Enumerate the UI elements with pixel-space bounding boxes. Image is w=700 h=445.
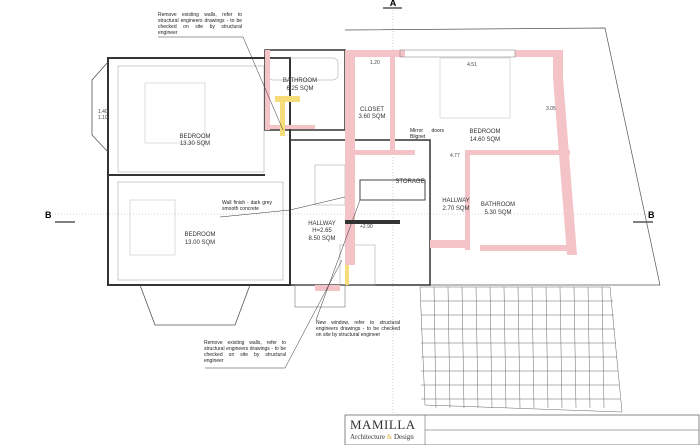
dimension: +2.90 — [360, 224, 373, 230]
section-b-right-label: B — [648, 210, 655, 220]
logo-brand: MAMILLA — [350, 417, 416, 432]
company-logo: MAMILLA Architecture & Design — [350, 417, 416, 441]
terrace-grid-line — [545, 286, 549, 409]
new-walls — [345, 50, 577, 265]
room-area: 2.70 SQM — [442, 206, 469, 212]
bay-window-bottom — [139, 284, 251, 326]
room-area: 13.30 SQM — [180, 141, 210, 147]
terrace-grid-line — [573, 286, 577, 409]
bay-window-left — [91, 61, 109, 153]
bed — [129, 199, 176, 256]
room-area: 13.00 SQM — [185, 240, 215, 246]
terrace-grid-line — [503, 286, 507, 409]
room-height: H=2.65 — [312, 228, 332, 234]
room-name: BATHROOM — [283, 78, 317, 84]
room-name: HALLWAY — [442, 198, 470, 204]
room-area: 8.50 SQM — [308, 236, 335, 242]
terrace-grid-line — [559, 286, 563, 409]
logo-tagline: Architecture & Design — [350, 433, 416, 441]
logo-tagline-right: Design — [393, 433, 414, 441]
dimension: 1.40 — [98, 109, 108, 115]
terrace-grid-line — [475, 286, 479, 409]
terrace-grid-line — [601, 286, 605, 409]
terrace-grid-line — [461, 286, 465, 409]
room-area: 6.25 SQM — [286, 86, 313, 92]
section-b-left-label: B — [45, 210, 52, 220]
staircase-upper — [314, 164, 346, 206]
room-name: BEDROOM — [184, 232, 215, 238]
room-name: BEDROOM — [469, 129, 500, 135]
note-remove-walls-top: Remove existing walls, refer to structur… — [158, 12, 242, 36]
dimension: 1.10 — [98, 115, 108, 121]
bathtub — [267, 57, 339, 81]
bed — [439, 57, 511, 119]
section-a-label: A — [390, 0, 397, 8]
note-remove-walls-bottom: Remove existing walls, refer to structur… — [204, 340, 286, 364]
dimension: 1.20 — [370, 60, 380, 66]
dimension: 3.05 — [546, 106, 556, 112]
staircase-lower — [339, 244, 376, 286]
room-name: CLOSET — [360, 107, 384, 113]
left-block-walls — [107, 57, 291, 286]
bed — [144, 82, 206, 144]
terrace-grid-line — [489, 286, 493, 409]
terrace-outline — [344, 27, 661, 286]
window-top-right — [399, 49, 516, 58]
room-name: STORAGE — [395, 179, 424, 185]
room-name: HALLWAY — [308, 221, 336, 227]
note-wall-finish: Wall finish - dark grey smooth concrete — [222, 200, 272, 212]
room-area: 5.30 SQM — [484, 210, 511, 216]
terrace-grid — [419, 286, 623, 413]
dimension: 4.51 — [467, 62, 477, 68]
dimension: 4.77 — [450, 153, 460, 159]
terrace-grid-line — [531, 286, 535, 409]
logo-ampersand: & — [386, 433, 393, 441]
note-new-window: New window, refer to structural engineer… — [316, 320, 400, 338]
terrace-grid-line — [517, 286, 521, 409]
terrace-grid-line — [587, 286, 591, 409]
terrace-grid-line — [447, 286, 451, 409]
terrace-grid-line — [433, 286, 437, 409]
note-mirror-doors: Mirror doors Blignet — [410, 128, 444, 140]
room-area: 14.60 SQM — [470, 137, 500, 143]
room-name: BEDROOM — [179, 134, 210, 140]
logo-tagline-left: Architecture — [350, 433, 385, 441]
room-area: 3.60 SQM — [358, 114, 385, 120]
room-name: BATHROOM — [481, 202, 515, 208]
